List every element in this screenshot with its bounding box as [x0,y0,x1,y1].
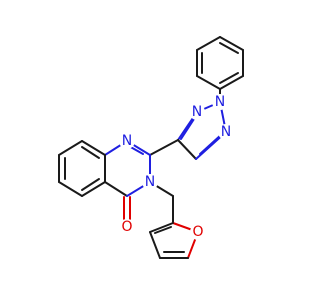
bond-triazole-double-1 [180,118,195,140]
bond-benzo-5 [81,181,106,197]
bond-phenyl-double-2 [219,72,239,84]
benzo-ring [58,140,106,197]
bond-furan-c3-c2 [149,222,174,233]
bond-quin-c4a-c4 [104,181,128,197]
atom-labels: N N N N N O O [119,94,234,240]
atom-label-n-quinazoline-1: N [122,133,132,149]
bond-benzo-1 [81,140,106,156]
carbonyl-group [123,196,131,220]
bond-triazole-double-2 [199,133,223,155]
atom-bg-n-triazole-2 [212,94,228,110]
atom-bg-o-furan [190,224,206,240]
bond-benzo-2 [58,140,83,156]
bond-benzo-4 [58,181,83,197]
bond-phenyl-4 [196,75,221,90]
bond-benzo-double-3 [81,178,100,191]
bond-benzo-double-1 [81,146,100,159]
furan-ring [149,222,199,259]
molecule-svg: N N N N N O O [58,36,244,259]
atom-label-o-carbonyl: O [121,219,132,235]
bond-phenyl-6 [196,36,221,51]
atom-bg-n-triazole-3 [218,124,234,140]
molecule-diagram: N N N N N O O [58,36,244,259]
bond-furan-double-2 [154,226,172,234]
bond-triazole-quinazoline [149,139,179,156]
atom-label-n-triazole-3: N [221,124,231,140]
atom-label-n-triazole-1: N [192,104,202,120]
bond-phenyl-1 [219,36,244,51]
quinazoline-heteroring [104,140,151,197]
atom-bg-o-carbonyl [119,219,135,235]
atom-bg-n-triazole-1 [189,104,205,120]
atom-label-o-furan: O [192,224,203,240]
atom-label-n-triazole-2: N [215,94,225,110]
phenyl-ring [196,36,244,90]
atom-bg-n-quinazoline-3 [142,174,158,190]
bond-phenyl-3 [219,75,244,90]
bond-phenyl-double-1 [219,42,239,54]
atom-label-n-quinazoline-3: N [145,174,155,190]
bond-furan-c4-c3 [149,231,161,259]
atom-bg-n-quinazoline-1 [119,133,135,149]
bond-triazole-c4-c5 [177,139,197,160]
